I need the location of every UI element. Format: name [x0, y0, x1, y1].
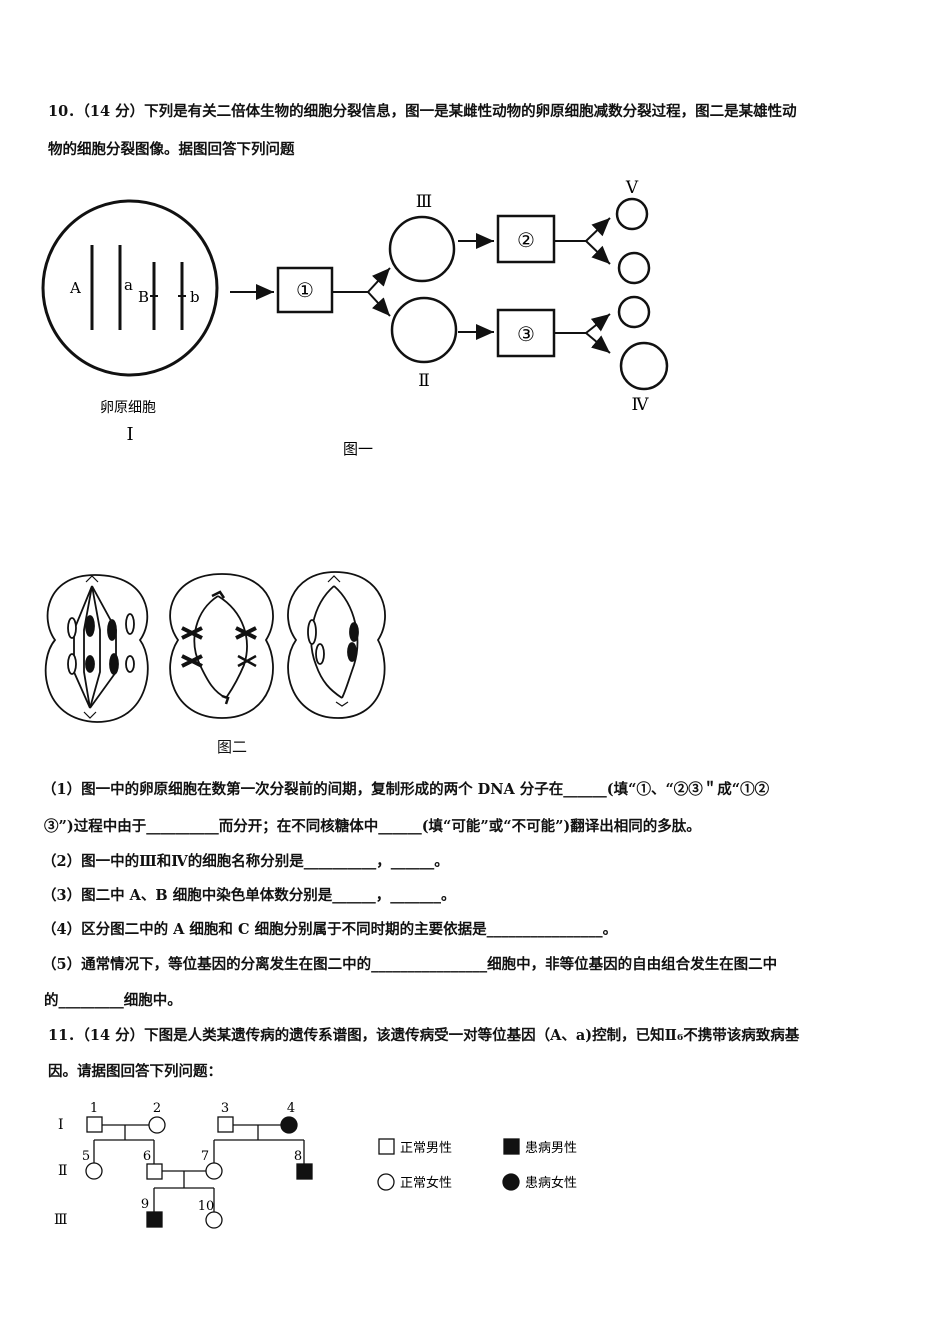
process-label-3: ③ [517, 322, 535, 346]
gene-label-a: a [124, 276, 133, 294]
process-box-2 [496, 214, 556, 264]
dividing-cell-A [44, 574, 149, 723]
numeral-II: Ⅱ [418, 371, 430, 391]
id-6: 6 [143, 1149, 151, 1164]
id-3: 3 [221, 1101, 229, 1116]
individual-II7 [205, 1162, 223, 1180]
cell-III [388, 215, 456, 283]
process-label-1: ① [296, 278, 314, 302]
individual-I3 [217, 1116, 234, 1133]
pedigree-legend: 正常男性 患病男性 正常女性 患病女性 [377, 1138, 577, 1191]
id-7: 7 [201, 1149, 209, 1164]
generation-I: Ⅰ [58, 1117, 64, 1133]
legend-normal-female-symbol [377, 1173, 395, 1191]
id-2: 2 [153, 1101, 161, 1116]
process-label-2: ② [517, 228, 535, 252]
generation-III: Ⅲ [54, 1212, 68, 1228]
individual-III10 [205, 1211, 223, 1229]
id-4: 4 [287, 1101, 295, 1116]
individual-II5 [85, 1162, 103, 1180]
figure-1-caption: 图一 [343, 440, 373, 458]
legend-normal-male: 正常男性 [400, 1141, 452, 1156]
legend-affected-male: 患病男性 [525, 1141, 577, 1156]
individual-I1 [86, 1116, 103, 1133]
numeral-III: Ⅲ [416, 192, 432, 212]
q10-sub5-line2: 的_________细胞中。 [44, 992, 182, 1009]
cell-V [615, 197, 649, 231]
gene-label-A: A [69, 279, 81, 297]
legend-normal-male-symbol [378, 1138, 395, 1155]
individual-II8 [296, 1163, 313, 1180]
q11-stem-line1: 11．（14 分）下图是人类某遗传病的遗传系谱图，该遗传病受一对等位基因（A、a… [48, 1027, 800, 1044]
individual-III9 [146, 1211, 163, 1228]
figure-2: 图二 [44, 571, 386, 756]
pedigree-chart: Ⅰ Ⅱ Ⅲ 1 2 3 4 5 6 7 8 [54, 1101, 577, 1229]
dividing-cell-C [287, 571, 386, 719]
generation-II: Ⅱ [58, 1163, 68, 1179]
individual-I2 [148, 1116, 166, 1134]
polar-body-1 [617, 251, 651, 285]
q11-stem-line2: 因。请据图回答下列问题： [48, 1063, 222, 1080]
q10-sub3: （3）图二中 A、B 细胞中染色单体数分别是______，_______。 [42, 887, 456, 904]
process-box-1 [276, 266, 334, 314]
numeral-V: Ⅴ [625, 178, 639, 198]
cell-II [390, 296, 458, 364]
polar-body-2 [617, 295, 651, 329]
id-10: 10 [198, 1199, 215, 1214]
numeral-IV: Ⅳ [632, 395, 650, 415]
dividing-cell-B [169, 573, 274, 719]
legend-normal-female: 正常女性 [400, 1175, 452, 1191]
id-8: 8 [294, 1149, 302, 1164]
q10-sub1-line2: ③”)过程中由于__________而分开；在不同核糖体中______(填“可能… [44, 818, 701, 835]
legend-affected-male-symbol [503, 1138, 520, 1155]
figure-2-caption: 图二 [217, 738, 247, 756]
q10-sub5-line1: （5）通常情况下，等位基因的分离发生在图二中的________________细… [42, 956, 778, 973]
individual-I4 [280, 1116, 298, 1134]
oogonium-label: 卵原细胞 [100, 400, 156, 416]
q10-stem-line1: 10．（14 分）下列是有关二倍体生物的细胞分裂信息，图一是某雌性动物的卵原细胞… [48, 103, 797, 120]
numeral-I: Ⅰ [126, 424, 133, 445]
id-1: 1 [90, 1101, 98, 1116]
q10-sub4: （4）区分图二中的 A 细胞和 C 细胞分别属于不同时期的主要依据是______… [42, 921, 618, 938]
legend-affected-female-symbol [502, 1173, 520, 1191]
gene-label-b: b [190, 288, 200, 306]
q10-sub2: （2）图一中的Ⅲ和Ⅳ的细胞名称分别是__________，______。 [42, 853, 449, 870]
gene-label-B: B [138, 288, 149, 306]
q10-stem-line2: 物的细胞分裂图像。据图回答下列问题 [48, 141, 295, 158]
individual-II6 [146, 1163, 163, 1180]
q10-sub1-line1: （1）图一中的卵原细胞在数第一次分裂前的间期，复制形成的两个 DNA 分子在__… [42, 781, 770, 798]
legend-affected-female: 患病女性 [525, 1175, 577, 1191]
oogonium-cell [41, 199, 219, 377]
cell-IV [619, 341, 669, 391]
id-5: 5 [82, 1149, 90, 1164]
figure-1: A a B b 卵原细胞 Ⅰ ① Ⅲ Ⅱ ② ③ Ⅴ Ⅳ 图一 [41, 178, 669, 458]
process-box-3 [496, 308, 556, 358]
id-9: 9 [141, 1197, 149, 1212]
